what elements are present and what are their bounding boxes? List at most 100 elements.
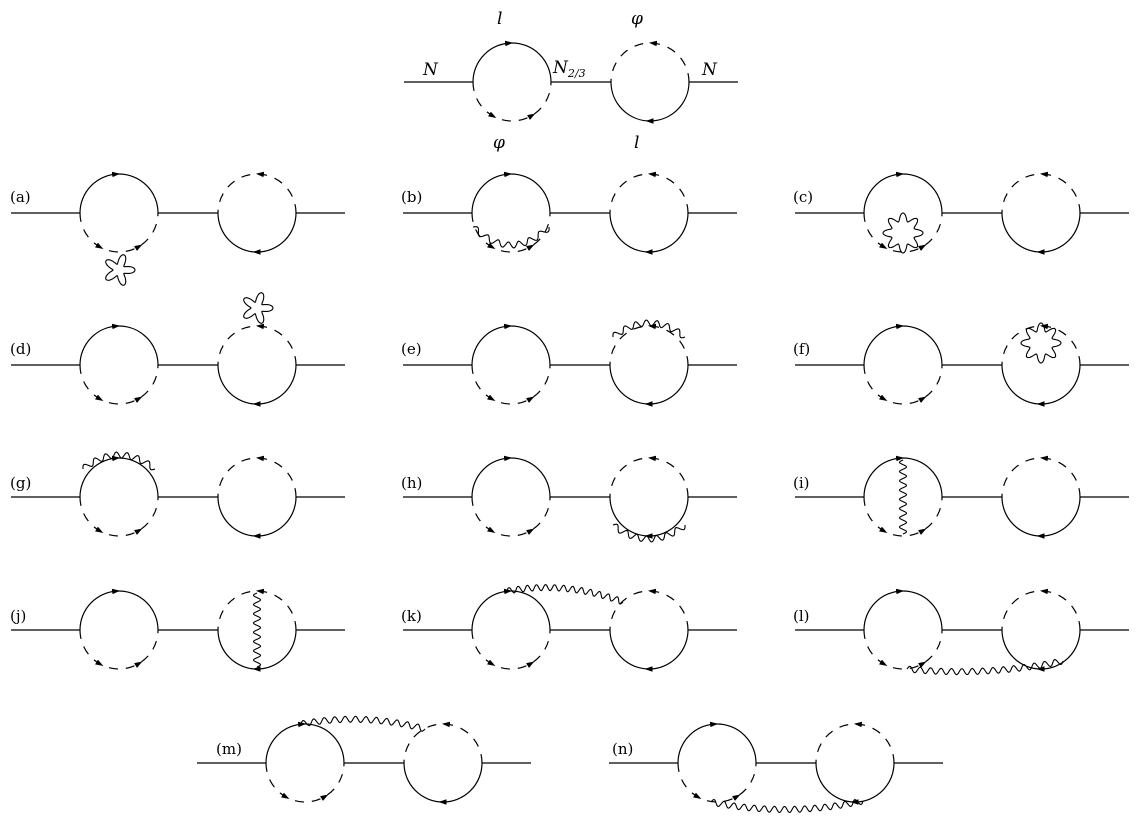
header-loop2-scalar-arc [610, 42, 690, 83]
header-loop1-bottom-right-arrow [527, 113, 536, 120]
panel-h-loop1-scalar-arc [471, 496, 551, 537]
panel-e-loop2-scalar-arc [609, 325, 689, 366]
panel-l-loop1-bottom-left-arrow [879, 659, 888, 667]
panel-a-loop2-scalar-arc [217, 173, 297, 214]
panel-d-loop1-scalar-arc [79, 364, 159, 405]
panel-l-loop1-fermion-arc [863, 590, 943, 631]
panel-e-loop2-fermion-arc [609, 364, 689, 405]
panel-i-loop1-bottom-left-arrow [879, 526, 888, 534]
panel-d-loop2-scalar-arc [217, 325, 297, 366]
panel-label-b: (b) [401, 188, 422, 206]
panel-g-loop1-bottom-left-arrow [95, 526, 104, 534]
panel-c-loop2-scalar-arc [1001, 173, 1081, 214]
header-loop1-fermion-arc [472, 42, 552, 83]
panel-f-loop1-bottom-left-arrow [879, 394, 888, 402]
panel-label-m: (m) [216, 740, 242, 758]
panel-i-loop2-fermion-arc [1001, 496, 1081, 537]
panel-e-loop1-fermion-arc [471, 325, 551, 366]
panel-l-loop2-fermion-arc [1001, 629, 1081, 670]
panel-m-loop2-fermion-arc [403, 762, 483, 803]
panel-f-loop1-bottom-right-arrow [918, 396, 927, 403]
panel-c-photon-bubble [882, 212, 924, 254]
panel-h-photon-loop [612, 523, 686, 543]
panel-c-loop1-scalar-arc [863, 212, 943, 253]
panel-g-loop2-fermion-arc [217, 496, 297, 537]
panel-j-loop2-fermion-arc [217, 629, 297, 670]
panel-label-d: (d) [10, 340, 31, 358]
panel-g-loop1-scalar-arc [79, 496, 159, 537]
panel-b-photon-loop [472, 226, 550, 249]
panel-label-j: (j) [10, 607, 26, 625]
panel-label-h: (h) [401, 474, 422, 492]
panel-d-loop2-fermion-arc [217, 364, 297, 405]
header-loop2-fermion-arc [610, 81, 690, 122]
panel-e-photon-loop [612, 319, 686, 339]
panel-i-loop1-bottom-right-arrow [918, 528, 927, 535]
panel-n-loop1-bottom-left-arrow [693, 792, 702, 800]
panel-a-loop2-fermion-arc [217, 212, 297, 253]
panel-m-loop1-bottom-left-arrow [281, 792, 290, 800]
panel-c-loop1-bottom-left-arrow [879, 242, 888, 250]
panel-e-loop1-bottom-left-arrow [487, 394, 496, 402]
header-loop1-scalar-arc [472, 81, 552, 122]
panel-a-loop1-bottom-right-arrow [134, 244, 143, 251]
header-label-phi-top: φ [631, 9, 643, 29]
panel-g-photon-loop [82, 451, 156, 471]
header-label-n-in: N [422, 60, 439, 80]
panel-f-loop2-fermion-arc [1001, 364, 1081, 405]
panel-n-loop2-scalar-arc [815, 723, 895, 764]
panel-g-loop1-fermion-arc [79, 457, 159, 498]
panel-d-loop1-bottom-left-arrow [95, 394, 104, 402]
panel-i-loop1-scalar-arc [863, 496, 943, 537]
panel-l-loop2-scalar-arc [1001, 590, 1081, 631]
panel-l-loop1-scalar-arc [863, 629, 943, 670]
panel-k-loop1-bottom-left-arrow [487, 659, 496, 667]
panel-n-loop1-bottom-right-arrow [732, 794, 741, 801]
panel-f-photon-bubble [1020, 322, 1062, 364]
panel-j-loop1-bottom-right-arrow [134, 661, 143, 668]
panel-j-loop2-scalar-arc [217, 590, 297, 631]
panel-a-loop1-fermion-arc [79, 173, 159, 214]
panel-c-loop2-fermion-arc [1001, 212, 1081, 253]
panel-f-loop2-scalar-arc [1001, 325, 1081, 366]
panel-f-loop1-fermion-arc [863, 325, 943, 366]
panel-f-loop1-scalar-arc [863, 364, 943, 405]
panel-h-loop1-bottom-right-arrow [526, 528, 535, 535]
panel-c-loop1-bottom-right-arrow [918, 244, 927, 251]
panel-m-loop1-scalar-arc [265, 762, 345, 803]
panel-b-loop1-bottom-left-arrow [487, 242, 496, 250]
panel-g-loop2-scalar-arc [217, 457, 297, 498]
header-label-n-out: N [701, 60, 718, 80]
labels-group: N N N2/3 l φ φ l (a) (b) (c) (d) (e) (f)… [10, 9, 813, 758]
panel-m-loop1-bottom-right-arrow [320, 794, 329, 801]
panel-m-loop2-scalar-arc [403, 723, 483, 764]
header-label-n-mid: N2/3 [552, 58, 586, 80]
panel-e-loop1-bottom-right-arrow [526, 396, 535, 403]
panel-d-loop1-bottom-right-arrow [134, 396, 143, 403]
panel-label-n: (n) [612, 740, 633, 758]
panel-n-loop1-fermion-arc [677, 723, 757, 764]
panel-k-loop1-scalar-arc [471, 629, 551, 670]
panel-label-a: (a) [10, 188, 31, 206]
panel-k-loop2-scalar-arc [609, 590, 689, 631]
panel-e-loop1-scalar-arc [471, 364, 551, 405]
panel-b-loop1-fermion-arc [471, 173, 551, 214]
panel-c-loop1-fermion-arc [863, 173, 943, 214]
panel-label-l: (l) [793, 607, 810, 625]
panel-i-loop2-scalar-arc [1001, 457, 1081, 498]
header-label-l-right: l [634, 133, 639, 153]
panel-k-loop1-fermion-arc [471, 590, 551, 631]
panel-a-loop1-scalar-arc [79, 212, 159, 253]
panel-m-photon-bridge [300, 715, 426, 732]
panel-label-c: (c) [793, 188, 813, 206]
header-label-phi-left: φ [493, 133, 505, 153]
panel-d-tadpole-photon [243, 292, 274, 324]
panel-label-e: (e) [401, 340, 422, 358]
panel-b-loop2-scalar-arc [609, 173, 689, 214]
panel-g-loop1-bottom-right-arrow [134, 528, 143, 535]
panel-b-loop1-bottom-right-arrow [526, 244, 535, 251]
panel-i-photon-exchange [898, 459, 908, 535]
panel-k-loop2-fermion-arc [609, 629, 689, 670]
panel-a-loop1-bottom-left-arrow [95, 242, 104, 250]
panel-k-photon-bridge [506, 583, 624, 605]
